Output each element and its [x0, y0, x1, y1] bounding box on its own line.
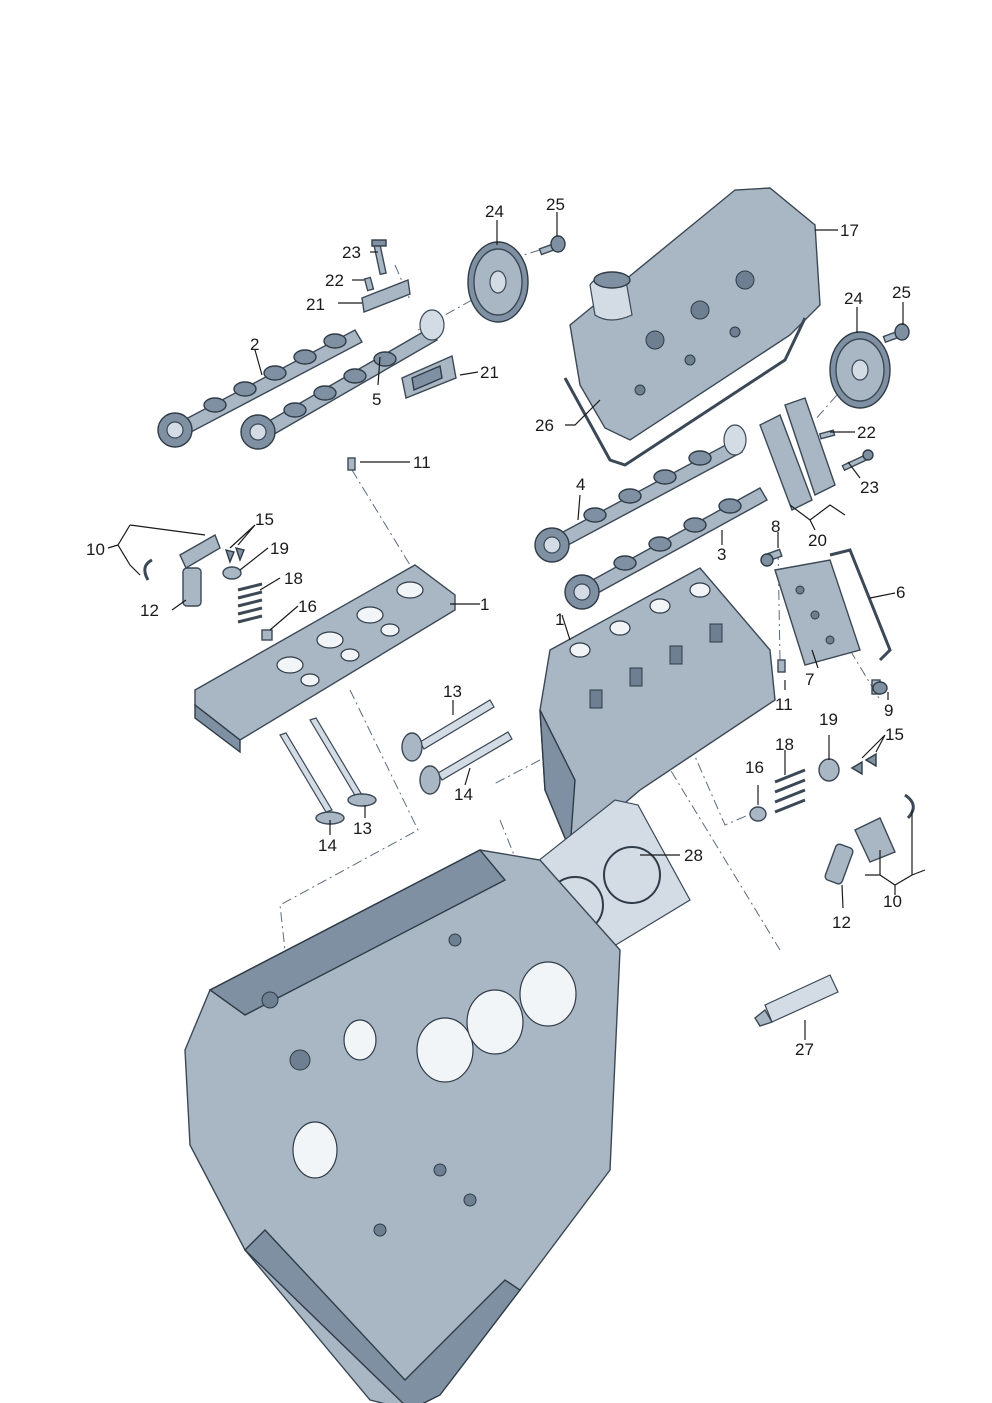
callout-24-right: 24 [844, 289, 863, 308]
bolt-8 [760, 548, 783, 567]
callout-18-right: 18 [775, 735, 794, 754]
callout-4: 4 [576, 475, 585, 494]
housing-7 [774, 559, 861, 666]
valve-14-left [279, 732, 345, 825]
callout-10-right: 10 [883, 892, 902, 911]
spring-seat-19-left [222, 566, 242, 580]
sprocket-24-left [467, 241, 529, 323]
callout-15-right: 15 [885, 725, 904, 744]
callout-24-left: 24 [485, 202, 504, 221]
callout-7: 7 [805, 670, 814, 689]
rocker-arm-10-left [143, 533, 221, 581]
callout-19-left: 19 [270, 539, 289, 558]
lifter-12-right [824, 843, 854, 885]
valve-spring-18-left [237, 582, 263, 624]
callout-labels: 1 1 2 3 4 5 6 7 8 9 10 10 11 11 12 12 13… [86, 195, 911, 1059]
valve-spring-18-right [774, 768, 806, 814]
valve-keepers-15-right [850, 752, 877, 776]
callout-28: 28 [684, 846, 703, 865]
cylinder-head-1-right [539, 567, 776, 852]
bolt-23-right [841, 449, 874, 472]
camshaft-2 [157, 329, 363, 448]
callout-9: 9 [884, 701, 893, 720]
engine-block [184, 849, 621, 1403]
valve-13-right [401, 699, 495, 762]
bearing-caps-20 [759, 397, 836, 511]
callout-2: 2 [250, 335, 259, 354]
callout-23-left: 23 [342, 243, 361, 262]
valve-13-left [309, 717, 377, 807]
bearing-cap-21-upper [361, 279, 411, 313]
bolt-25-left [538, 235, 566, 256]
callout-25-left: 25 [546, 195, 565, 214]
callout-5: 5 [372, 390, 381, 409]
camshaft-5 [240, 309, 445, 450]
gasket-26 [563, 317, 807, 467]
bolt-9 [871, 679, 888, 695]
dowel-sleeve-11-left [347, 457, 356, 471]
leader-lines [107, 212, 926, 1040]
callout-16-right: 16 [745, 758, 764, 777]
callout-11-right: 11 [775, 695, 793, 714]
valve-keepers-15-left [224, 547, 245, 565]
rocker-arm-10-right [854, 793, 915, 863]
callout-17: 17 [840, 221, 859, 240]
sealant-tube-27 [754, 974, 839, 1027]
callout-1-left: 1 [480, 595, 489, 614]
callout-14-left: 14 [318, 836, 337, 855]
callout-19-right: 19 [819, 710, 838, 729]
callout-18-left: 18 [284, 569, 303, 588]
callout-3: 3 [717, 545, 726, 564]
sprocket-24-right [829, 331, 891, 409]
stud-22-left [363, 276, 375, 292]
callout-13-upper: 13 [443, 682, 462, 701]
callout-10-left: 10 [86, 540, 105, 559]
callout-1-right: 1 [555, 610, 564, 629]
cylinder-head-1-left [194, 564, 456, 754]
dowel-sleeve-11-right [777, 659, 786, 673]
callout-22-left: 22 [325, 271, 344, 290]
callout-21-lower: 21 [480, 363, 499, 382]
callout-21-upper: 21 [306, 295, 325, 314]
callout-26: 26 [535, 416, 554, 435]
bolt-25-right [882, 323, 910, 344]
bearing-cap-21-lower [401, 355, 457, 399]
callout-27: 27 [795, 1040, 814, 1059]
callout-16-left: 16 [298, 597, 317, 616]
camshaft-4 [534, 424, 747, 563]
lifter-12-left [182, 567, 202, 607]
valve-stem-seal-16-left [261, 629, 273, 641]
callout-23-right: 23 [860, 478, 879, 497]
callout-13-lower: 13 [353, 819, 372, 838]
cylinder-head-cover-17 [569, 187, 821, 441]
callout-12-right: 12 [832, 913, 851, 932]
camshaft-3 [564, 487, 768, 610]
callout-11-left: 11 [413, 453, 431, 472]
callout-20: 20 [808, 531, 827, 550]
callout-22-right: 22 [857, 423, 876, 442]
callout-12-left: 12 [140, 601, 159, 620]
callout-25-right: 25 [892, 283, 911, 302]
valve-stem-seal-16-right [749, 806, 767, 822]
spring-seat-19-right [818, 758, 840, 782]
callout-8: 8 [771, 517, 780, 536]
valve-14-right [419, 731, 513, 795]
gasket-6 [829, 548, 892, 662]
callout-14-right: 14 [454, 785, 473, 804]
callout-6: 6 [896, 583, 905, 602]
bolt-23-left [371, 239, 387, 276]
callout-15-left: 15 [255, 510, 274, 529]
